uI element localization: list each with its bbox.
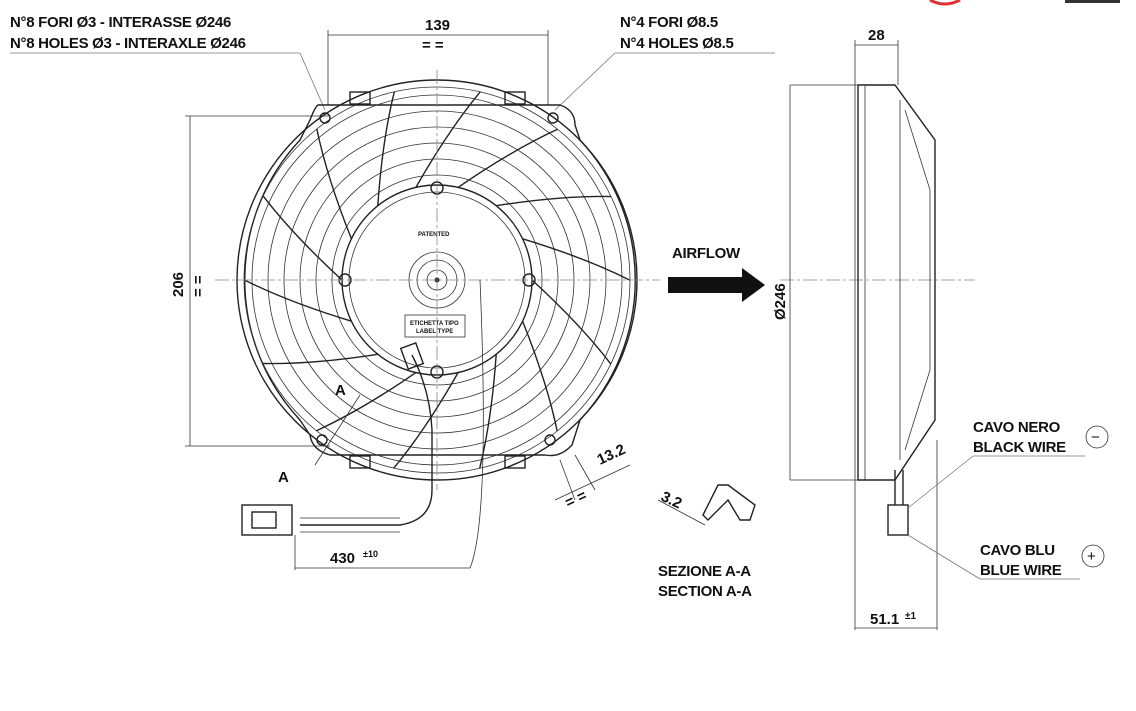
airflow-arrow-icon [668,268,765,302]
grill-spoke [531,279,612,365]
label-type-it: ETICHETTA TIPO [410,321,459,327]
dim-section-3-2: 3.2 [658,488,684,512]
grill-spoke [496,195,612,207]
dim-depth-28: 28 [868,27,885,44]
blue-wire-label-it: CAVO BLU [980,542,1055,559]
grill-spoke [262,195,343,281]
dim-depth-51: 51.1 [870,611,899,628]
minus-icon [1085,425,1109,449]
fan-side-view [857,84,936,536]
plus-sign: + [1087,548,1096,565]
grill-spoke [479,354,497,469]
holes-label-en: N°8 HOLES Ø3 - INTERAXLE Ø246 [10,35,246,52]
airflow-label: AIRFLOW [672,245,741,262]
grill-spoke [262,353,378,365]
grill-spoke [393,372,459,469]
grill-spoke [521,320,558,432]
section-mark-a-lower: A [278,469,289,486]
grill-spoke [316,128,353,240]
dim-cable-tol: ±10 [363,549,378,559]
section-label-en: SECTION A-A [658,583,752,600]
brand-logo-fragment [929,0,1120,6]
label-type-en: LABEL TYPE [416,329,453,335]
dim-diameter-246: Ø246 [772,283,789,320]
dim-width-139: 139 [425,17,450,34]
section-label-it: SEZIONE A-A [658,563,751,580]
grill-spoke [415,91,481,188]
dim-equal-slot: = = [563,487,590,512]
mount-label-en: N°4 HOLES Ø8.5 [620,35,734,52]
dim-equal-left: = = [190,275,207,297]
blue-wire-label-en: BLUE WIRE [980,562,1062,579]
minus-sign: − [1091,429,1100,446]
grill-spoke [316,372,417,432]
dim-depth-tol: ±1 [905,611,916,622]
section-a-a-detail [657,484,756,526]
grill-spoke [522,238,631,281]
dim-slot-13-2: 13.2 [595,441,629,469]
patented-text: PATENTED [418,232,450,238]
dim-height-206: 206 [170,272,187,297]
plus-icon [1081,544,1105,568]
mount-label-it: N°4 FORI Ø8.5 [620,14,718,31]
dim-equal-top: = = [422,37,444,54]
grill-spoke [377,91,395,206]
grill-spoke [457,128,558,188]
cable-connector [241,342,433,536]
section-mark-a-upper: A [335,382,346,399]
black-wire-label-en: BLACK WIRE [973,439,1066,456]
grill-spoke [243,279,352,322]
holes-label-it: N°8 FORI Ø3 - INTERASSE Ø246 [10,14,231,31]
dim-cable-430: 430 [330,550,355,567]
black-wire-label-it: CAVO NERO [973,419,1061,436]
